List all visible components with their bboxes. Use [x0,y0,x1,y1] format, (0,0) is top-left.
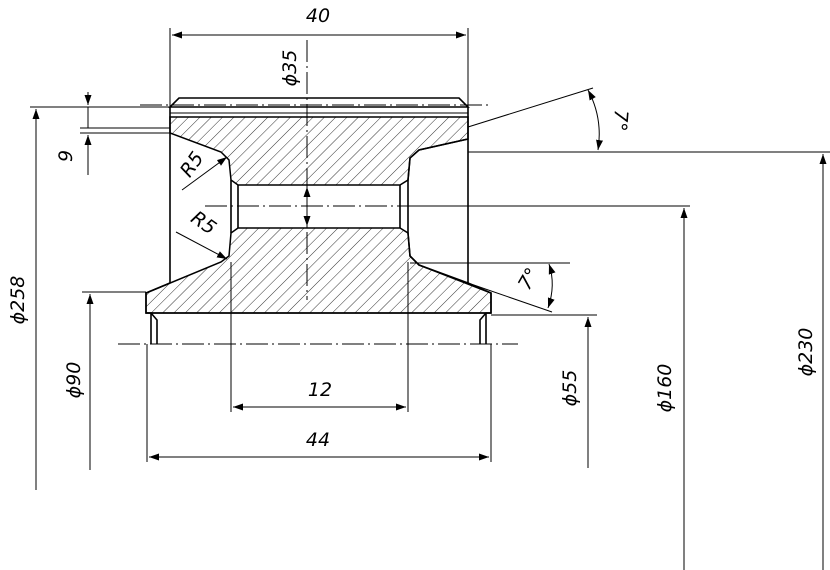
dimension-labels: 40 12 44 ϕ35 ϕ258 ϕ90 ϕ55 ϕ160 ϕ230 9 R5… [7,5,817,451]
label-angle-top: 7° [608,109,632,132]
label-40: 40 [306,5,330,27]
leader-r5-bottom [175,231,228,260]
label-r5-bottom: R5 [187,207,220,240]
extension-lines [30,28,830,462]
label-phi90: ϕ90 [63,362,85,399]
label-phi55: ϕ55 [559,370,581,407]
label-angle-bottom: 7° [514,264,544,294]
center-lines [118,40,518,345]
label-phi35: ϕ35 [279,50,301,87]
label-phi258: ϕ258 [7,276,29,325]
arc-angle-top [587,89,603,151]
hatched-section [145,116,492,314]
label-r5-top: R5 [176,148,209,181]
label-phi160: ϕ160 [654,364,676,413]
label-44: 44 [306,429,330,451]
left-foot [146,312,158,344]
label-phi230: ϕ230 [795,328,817,377]
upper-section [169,116,469,186]
label-12: 12 [308,379,332,401]
right-foot [479,312,491,344]
label-9: 9 [55,150,77,162]
top-rim [168,97,470,108]
leader-r5-top [181,156,228,191]
dimension-lines [32,31,827,570]
lower-section [145,227,492,314]
arc-angle-bottom [547,263,556,309]
